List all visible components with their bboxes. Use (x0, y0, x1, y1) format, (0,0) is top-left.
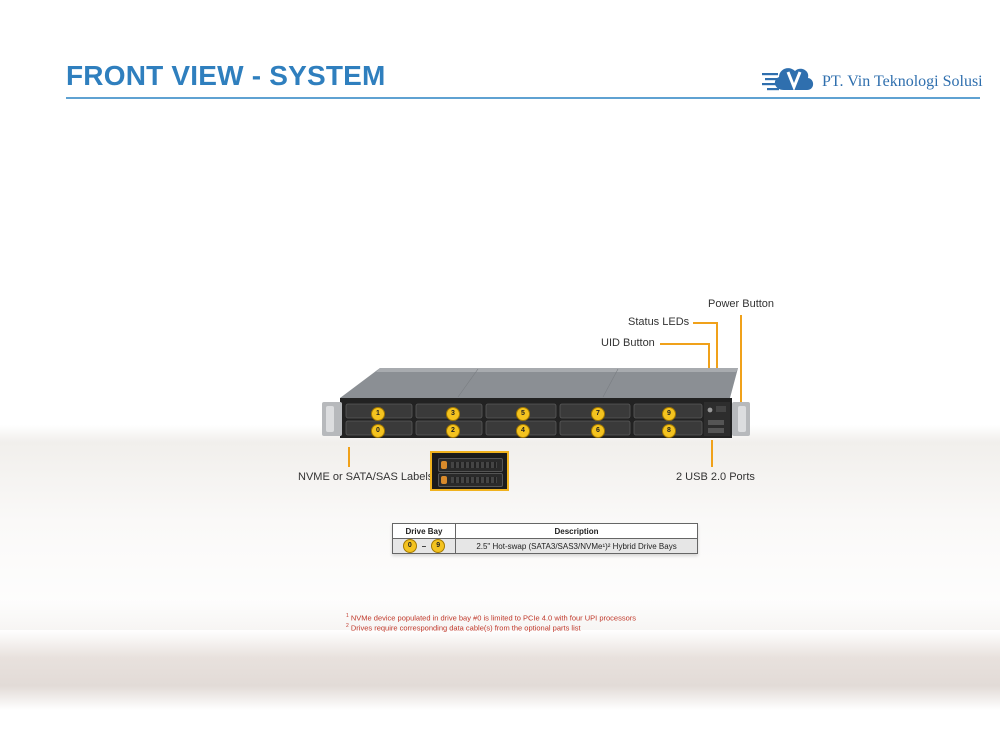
title-divider (66, 97, 980, 99)
table-row: 0–9 2.5" Hot-swap (SATA3/SAS3/NVMe¹)² Hy… (392, 538, 698, 554)
drive-bay-description: 2.5" Hot-swap (SATA3/SAS3/NVMe¹)² Hybrid… (455, 538, 698, 554)
footnote-1: 1 NVMe device populated in drive bay #0 … (346, 613, 637, 623)
background-band-lower (0, 630, 1000, 710)
table-header-description: Description (455, 523, 698, 539)
footnote-2: 2 Drives require corresponding data cabl… (346, 623, 581, 633)
callout-usb-ports: 2 USB 2.0 Ports (676, 471, 755, 483)
callout-power-button: Power Button (708, 298, 775, 310)
server-front-illustration (322, 368, 750, 438)
company-logo-icon (762, 68, 814, 92)
drive-bay-closeup (430, 451, 509, 491)
drive-bay-badge: 6 (591, 424, 605, 438)
drive-bay-badge: 8 (662, 424, 676, 438)
leader-uid-button-h (660, 343, 708, 345)
range-start-badge: 0 (402, 539, 417, 553)
drive-bay-badge: 4 (516, 424, 530, 438)
drive-bay-badge: 3 (446, 407, 460, 421)
drive-bay-range: 0–9 (392, 538, 456, 554)
drive-bay-badge: 7 (591, 407, 605, 421)
drive-bay-badge: 1 (371, 407, 385, 421)
leader-nvme-labels (348, 447, 350, 467)
page-title: FRONT VIEW - SYSTEM (66, 60, 386, 91)
leader-status-leds-v (716, 322, 718, 408)
leader-status-leds-h (693, 322, 716, 324)
drive-tray (438, 473, 503, 487)
drive-bay-badge: 9 (662, 407, 676, 421)
callout-uid-button: UID Button (601, 337, 655, 349)
range-dash: – (421, 541, 427, 551)
callout-nvme-labels: NVME or SATA/SAS Labels (298, 471, 434, 483)
callout-status-leds: Status LEDs (628, 316, 690, 328)
drive-bay-badge: 0 (371, 424, 385, 438)
range-end-badge: 9 (431, 539, 446, 553)
leader-power-button (740, 315, 742, 410)
drive-bay-badge: 2 (446, 424, 460, 438)
drive-bay-badge: 5 (516, 407, 530, 421)
table-header-drive-bay: Drive Bay (392, 523, 456, 539)
leader-usb-ports (711, 440, 713, 467)
company-name: PT. Vin Teknologi Solusi (822, 73, 983, 90)
drive-bay-table: Drive Bay Description 0–9 2.5" Hot-swap … (392, 523, 698, 554)
drive-tray (438, 458, 503, 472)
